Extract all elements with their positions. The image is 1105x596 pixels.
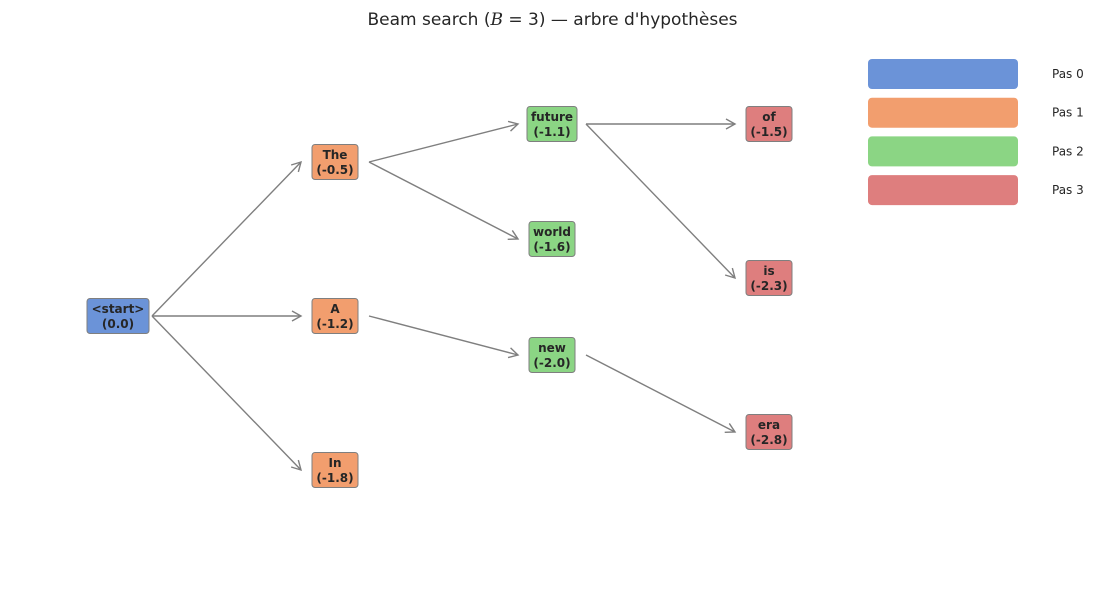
node-score: (-1.6) [533, 240, 570, 254]
node-score: (-1.1) [533, 125, 570, 139]
legend-swatch [868, 136, 1018, 167]
legend-label: Pas 2 [1052, 144, 1084, 158]
node-token: new [538, 341, 566, 355]
node-score: (0.0) [102, 317, 134, 331]
node-new: new(-2.0) [528, 337, 576, 373]
title-prefix: Beam search ( [367, 10, 491, 30]
legend-entry-step-2: Pas 2 [868, 136, 1084, 167]
node-the: The(-0.5) [311, 144, 359, 180]
title-suffix: = 3) — arbre d'hypothèses [502, 10, 738, 30]
legend-swatch [868, 97, 1018, 128]
node-token: The [323, 148, 348, 162]
diagram-title: Beam search (B = 3) — arbre d'hypothèses [0, 10, 1105, 30]
legend-entry-step-1: Pas 1 [868, 97, 1084, 128]
edge-the-to-future [368, 120, 520, 163]
node-box [86, 298, 150, 334]
node-token: future [531, 110, 573, 124]
legend-entry-step-0: Pas 0 [868, 59, 1084, 89]
edge-new-to-era [585, 354, 737, 434]
edge-the-to-world [368, 161, 520, 241]
node-token: <start> [92, 302, 145, 316]
node-score: (-2.8) [750, 433, 787, 447]
node-token: era [758, 418, 780, 432]
node-box [745, 260, 793, 296]
node-score: (-2.0) [533, 356, 570, 370]
node-in: In(-1.8) [311, 452, 359, 488]
edge-future-to-is [585, 123, 737, 280]
node-future: future(-1.1) [526, 106, 578, 142]
node-box [311, 144, 359, 180]
legend-swatch [868, 59, 1018, 89]
node-box [311, 452, 359, 488]
node-box [745, 106, 793, 142]
node-box [526, 106, 578, 142]
title-symbol: B [490, 10, 503, 30]
node-token: In [328, 456, 341, 470]
node-start: <start>(0.0) [86, 298, 150, 334]
node-token: world [533, 225, 571, 239]
node-era: era(-2.8) [745, 414, 793, 450]
node-box [528, 337, 576, 373]
node-score: (-1.2) [316, 317, 353, 331]
node-score: (-0.5) [316, 163, 353, 177]
edge-start-to-the [151, 160, 303, 317]
node-of: of(-1.5) [745, 106, 793, 142]
legend-label: Pas 3 [1052, 183, 1084, 197]
node-box [745, 414, 793, 450]
legend: Pas 0 Pas 1 Pas 2 Pas 3 [868, 59, 1084, 206]
node-score: (-1.5) [750, 125, 787, 139]
legend-label: Pas 1 [1052, 106, 1084, 120]
legend-entry-step-3: Pas 3 [868, 175, 1084, 206]
legend-label: Pas 0 [1052, 67, 1084, 81]
node-token: A [330, 302, 340, 316]
legend-swatch [868, 175, 1018, 206]
edge-a-to-new [368, 315, 520, 359]
edges [151, 118, 737, 472]
node-box [311, 298, 359, 334]
node-score: (-1.8) [316, 471, 353, 485]
node-box [528, 221, 576, 257]
node-a: A(-1.2) [311, 298, 359, 334]
node-score: (-2.3) [750, 279, 787, 293]
node-world: world(-1.6) [528, 221, 576, 257]
nodes: <start>(0.0) The(-0.5) A(-1.2) In(-1.8) futu… [86, 106, 793, 488]
node-token: of [762, 110, 776, 124]
node-token: is [763, 264, 774, 278]
node-is: is(-2.3) [745, 260, 793, 296]
edge-start-to-in [151, 315, 303, 472]
